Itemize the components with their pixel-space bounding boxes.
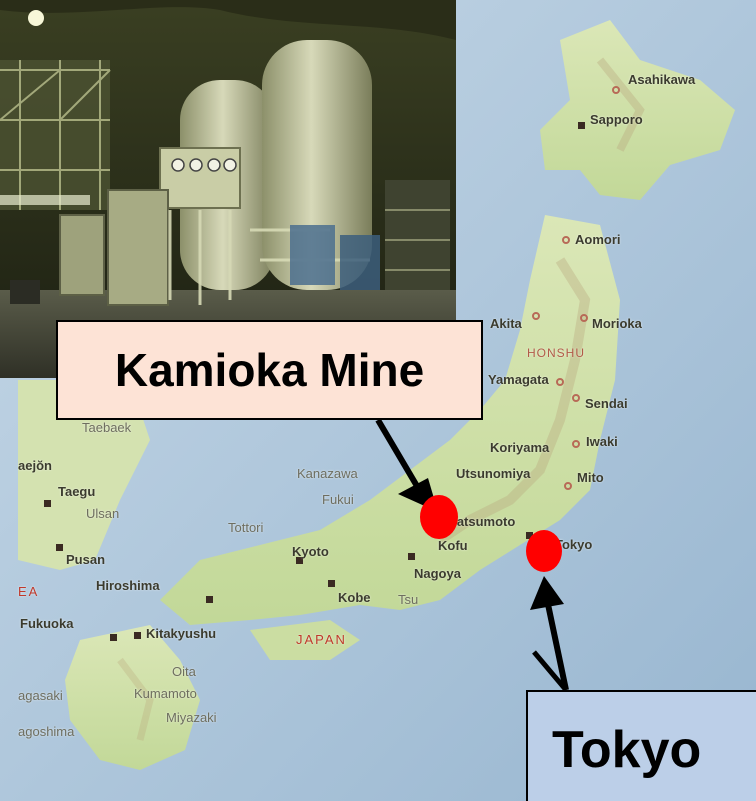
label-koriyama: Koriyama [490,440,550,455]
kyushu-land [65,625,200,770]
kyoto-marker [296,557,303,564]
label-iwaki: Iwaki [586,434,618,449]
label-morioka: Morioka [592,316,642,331]
label-yamagata: Yamagata [488,372,549,387]
label-utsunomiya: Utsunomiya [456,466,531,481]
label-japan: JAPAN [296,632,347,647]
label-ulsan: Ulsan [86,506,120,521]
tokyo-location-marker [526,530,562,572]
label-kanazawa: Kanazawa [297,466,358,481]
label-kyoto: Kyoto [292,544,329,559]
label-pusan: Pusan [66,552,106,567]
hokkaido-ridge [596,57,645,152]
label-kofu: Kofu [438,538,468,553]
tokyo-map-marker [526,532,533,539]
mountain-ridge [437,257,591,545]
label-akita: Akita [490,316,522,331]
fukuoka-marker [110,634,117,641]
taegu-marker [44,500,51,507]
pusan-marker [56,544,63,551]
morioka-marker [580,314,588,322]
label-sapporo: Sapporo [590,112,643,127]
hokkaido-land [540,20,735,200]
label-honshu: HONSHU [527,346,586,360]
label-tottori: Tottori [228,520,264,535]
label-tsu: Tsu [398,592,419,607]
tokyo-arrow [530,576,569,692]
label-sendai: Sendai [585,396,628,411]
kamioka-mine-photo [0,0,456,378]
label-kumamoto: Kumamoto [134,686,197,701]
label-kitakyushu: Kitakyushu [146,626,217,641]
label-oita: Oita [172,664,196,679]
label-miyazaki: Miyazaki [166,710,217,725]
iwaki-marker [572,440,580,448]
yamagata-marker [556,378,564,386]
aomori-marker [562,236,570,244]
tokyo-label: Tokyo [552,721,702,779]
akita-marker [532,312,540,320]
tokyo-callout: Tokyo [526,690,756,801]
label-chongju: aejŏn [18,458,52,473]
label-hiroshima: Hiroshima [96,578,160,593]
kamioka-mine-callout: Kamioka Mine [56,320,483,420]
label-aomori: Aomori [575,232,621,247]
kamioka-mine-label: Kamioka Mine [114,344,425,396]
label-mito: Mito [577,470,604,485]
korea-land [18,380,150,570]
sapporo-marker [578,122,585,129]
kitakyushu-marker [134,632,141,639]
asahikawa-marker [612,86,620,94]
label-nagasaki: agasaki [18,688,63,703]
label-kobe: Kobe [338,590,371,605]
label-tokyo: Tokyo [555,537,593,552]
hiroshima-marker [206,596,213,603]
mito-marker [564,482,572,490]
label-nagoya: Nagoya [414,566,461,581]
label-korea: EA [18,584,40,599]
label-fukuoka: Fukuoka [20,616,74,631]
label-fukui: Fukui [322,492,354,507]
kobe-marker [328,580,335,587]
mine-equipment-illustration [0,0,456,378]
label-taegu: Taegu [58,484,96,499]
nagoya-marker [408,553,415,560]
kyushu-ridge [117,657,154,741]
shikoku-land [250,620,360,660]
label-kagoshima: agoshima [18,724,75,739]
sendai-marker [572,394,580,402]
honshu-land [160,215,620,625]
label-taebaek: Taebaek [82,420,132,435]
label-matsumoto: Matsumoto [446,514,516,529]
label-asahikawa: Asahikawa [628,72,696,87]
kamioka-location-marker [420,495,458,539]
